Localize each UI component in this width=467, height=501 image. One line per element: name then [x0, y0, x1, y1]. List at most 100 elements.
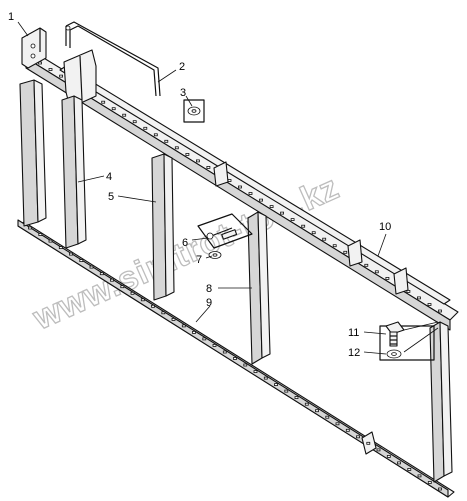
rail-clamp — [63, 49, 97, 109]
bottom-rail-hole — [366, 441, 371, 445]
top-rail-hole — [164, 139, 169, 143]
bottom-rail-hole — [233, 357, 237, 360]
post-left-outer — [19, 79, 47, 227]
bottom-rail-hole — [407, 467, 412, 471]
bottom-rail-hole — [69, 252, 73, 256]
callout-9: 9 — [206, 297, 212, 309]
post-5 — [151, 153, 175, 301]
bottom-rail-hole — [48, 239, 53, 243]
rod — [65, 21, 161, 97]
top-rail-hole — [311, 231, 316, 235]
top-rail-hole — [406, 289, 411, 293]
callout-4: 4 — [106, 171, 112, 183]
bottom-rail — [17, 219, 455, 498]
callout-8: 8 — [206, 283, 212, 295]
leader-lines — [17, 21, 387, 355]
callout-11: 11 — [348, 327, 359, 339]
rail-clips — [213, 161, 409, 295]
bottom-rail-hole — [130, 291, 135, 295]
top-rail-hole — [322, 237, 327, 241]
bottom-rail-hole — [294, 396, 299, 400]
bottom-rail-hole — [284, 389, 289, 393]
bottom-rail-hole — [263, 376, 268, 380]
bottom-rail-hole — [315, 409, 319, 413]
bottom-rail-hole — [376, 448, 381, 452]
bottom-rail-hole — [274, 383, 278, 387]
top-rail-hole — [364, 263, 369, 267]
callout-6: 6 — [182, 237, 188, 249]
top-rail-hole — [427, 303, 432, 306]
bottom-rail-hole — [397, 461, 401, 465]
top-rail-hole — [332, 244, 337, 248]
bottom-rail-hole — [386, 454, 391, 458]
callout-10: 10 — [379, 221, 391, 233]
bottom-rail-hole — [79, 259, 84, 263]
top-rail-hole — [438, 309, 442, 313]
top-rail-hole — [259, 198, 264, 202]
callout-1: 1 — [8, 11, 14, 23]
top-rail-hole — [143, 126, 148, 130]
post-right-end — [429, 321, 453, 483]
callout-7: 7 — [196, 254, 202, 266]
bottom-rail-hole — [89, 265, 94, 269]
top-rail-hole — [206, 165, 211, 169]
top-rail-hole — [301, 224, 306, 228]
callout-12: 12 — [348, 347, 360, 359]
top-rail-hole — [248, 192, 253, 195]
top-rail-hole — [174, 146, 179, 150]
bottom-rail-hole — [335, 422, 340, 426]
top-rail-hole — [48, 68, 53, 71]
top-rail-hole — [101, 100, 106, 104]
post-8 — [247, 211, 271, 365]
bottom-rail-hole — [438, 487, 442, 491]
top-rail-hole — [132, 120, 137, 124]
bottom-rail-hole — [427, 481, 432, 484]
bottom-rail-hole — [356, 435, 360, 439]
bottom-rail-hole — [110, 278, 114, 282]
top-rail-hole — [111, 107, 116, 111]
post-4 — [61, 95, 87, 249]
top-rail-hole — [385, 276, 390, 280]
bottom-rail-hole — [38, 233, 43, 236]
bottom-rail-hole — [28, 226, 32, 230]
callouts: 1 2 3 4 5 6 7 8 9 10 11 12 — [8, 11, 391, 359]
top-rail-hole — [343, 250, 348, 254]
bottom-rail-hole — [140, 298, 145, 302]
bottom-rail-hole — [181, 324, 186, 328]
bottom-rail-hole — [120, 285, 125, 289]
bottom-rail-hole — [58, 246, 63, 250]
callout-3: 3 — [180, 87, 186, 99]
bottom-rail-hole — [345, 428, 350, 432]
bottom-rail-hole — [99, 272, 104, 276]
bottom-rail-hole — [253, 370, 258, 374]
callout-2: 2 — [179, 61, 185, 73]
bottom-rail-hole — [222, 350, 227, 354]
bottom-rail-hole — [202, 337, 207, 341]
top-rail-hole — [59, 74, 63, 78]
bottom-rail-hole — [151, 304, 155, 308]
bolt-detail-11-12 — [379, 321, 439, 361]
top-rail-hole — [374, 270, 379, 274]
top-bracket — [21, 27, 47, 69]
bottom-rail-hole — [192, 330, 196, 334]
bottom-rail-hole — [161, 311, 166, 315]
bottom-rail-hole — [212, 343, 217, 347]
bottom-rail-hole — [171, 317, 176, 321]
top-rail-hole — [195, 159, 200, 163]
bottom-rail-hole — [325, 415, 330, 419]
bolt-detail-6-7 — [197, 213, 253, 259]
top-rail-hole — [122, 113, 127, 117]
top-rail-hole — [280, 211, 285, 215]
callout-5: 5 — [108, 191, 114, 203]
bottom-rail-hole — [304, 402, 309, 406]
top-rail-hole — [269, 205, 274, 209]
bottom-rail-hole — [417, 474, 422, 478]
top-rail-hole — [416, 296, 421, 300]
top-rail-hole — [153, 133, 158, 137]
top-rail-hole — [38, 61, 42, 65]
washer-3 — [183, 99, 205, 123]
top-rail-hole — [290, 218, 295, 222]
bottom-rail-hole — [243, 363, 248, 367]
top-rail-hole — [238, 185, 242, 189]
